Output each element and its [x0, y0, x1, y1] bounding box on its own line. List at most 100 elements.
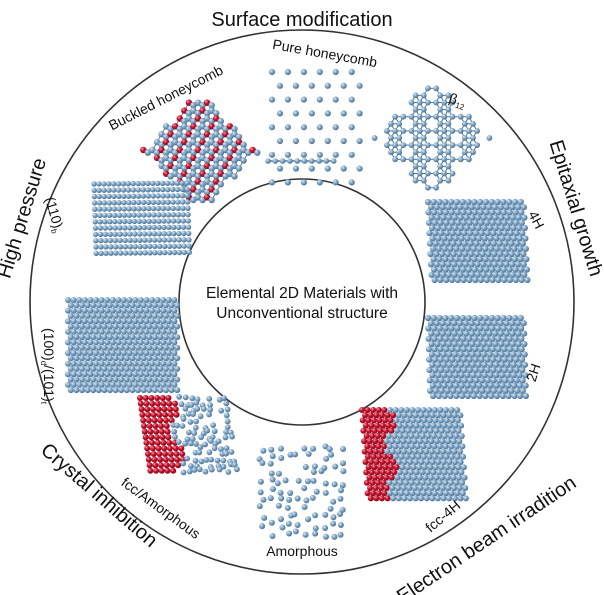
atom-blue — [461, 240, 468, 247]
atom-blue — [187, 419, 194, 425]
atom-blue — [452, 351, 459, 358]
atom-blue — [106, 200, 113, 206]
atom-blue — [505, 245, 512, 252]
atom-blue — [284, 124, 291, 131]
atom-blue — [160, 328, 167, 335]
atom-blue — [210, 422, 217, 428]
atom-blue — [442, 198, 449, 206]
atom-blue — [411, 485, 418, 491]
atom-blue — [404, 453, 411, 460]
atom-blue — [426, 377, 433, 384]
atom-blue — [95, 312, 102, 319]
atom-blue — [137, 328, 144, 335]
atom-blue — [392, 453, 399, 460]
atom-blue — [461, 366, 468, 374]
atom-blue — [443, 276, 450, 284]
atom-blue — [439, 485, 446, 491]
atom-red — [383, 485, 390, 491]
atom-blue — [449, 346, 456, 353]
atom-blue — [495, 276, 502, 284]
atom-blue — [431, 276, 438, 284]
atom-blue — [143, 328, 150, 335]
atom-blue — [140, 365, 147, 372]
atom-blue — [497, 330, 504, 337]
atom-blue — [112, 323, 119, 330]
atom-blue — [87, 318, 94, 325]
atom-red — [364, 443, 371, 450]
atom-blue — [316, 96, 323, 103]
atom-red — [143, 439, 150, 446]
atom-blue — [121, 381, 127, 388]
atom-blue — [473, 250, 480, 258]
atom-blue — [392, 407, 399, 413]
atom-blue — [418, 412, 425, 419]
atom-blue — [81, 297, 88, 303]
atom-blue — [109, 381, 116, 388]
atom-blue — [292, 528, 299, 535]
atom-blue — [462, 485, 469, 491]
atom-blue — [95, 323, 102, 330]
atom-blue — [392, 443, 399, 450]
atom-blue — [254, 149, 261, 156]
atom-blue — [337, 495, 344, 502]
atom-blue — [81, 307, 88, 314]
atom-blue — [466, 219, 473, 226]
atom-blue — [469, 214, 476, 221]
atom-blue — [231, 173, 238, 180]
atom-blue — [430, 245, 437, 252]
atom-blue — [203, 457, 210, 463]
atom-red — [141, 423, 147, 429]
atom-blue — [312, 512, 319, 519]
atom-blue — [492, 224, 499, 232]
atom-blue — [454, 417, 461, 424]
atom-blue — [95, 365, 102, 372]
atom-blue — [224, 424, 231, 430]
atom-blue — [468, 250, 475, 258]
atom-blue — [412, 412, 419, 419]
atom-blue — [510, 224, 517, 232]
atom-blue — [427, 387, 434, 394]
atom-blue — [338, 487, 344, 494]
atom-blue — [137, 318, 144, 325]
atom-blue — [466, 142, 472, 149]
atom-blue — [426, 230, 433, 237]
atom-blue — [348, 151, 355, 158]
atom-blue — [506, 314, 513, 322]
atom-blue — [165, 318, 172, 325]
atom-blue — [174, 186, 181, 193]
atom-red — [370, 453, 377, 460]
atom-blue — [500, 266, 507, 273]
atom-blue — [436, 325, 443, 332]
label-fcc-4h: fcc-4H — [422, 497, 463, 535]
atom-blue — [179, 423, 186, 429]
atom-blue — [67, 376, 74, 383]
atom-blue — [420, 453, 427, 460]
atom-blue — [316, 124, 323, 131]
atom-blue — [437, 149, 444, 156]
atom-blue — [204, 427, 211, 434]
atom-blue — [70, 381, 77, 388]
atom-blue — [70, 307, 77, 314]
atom-blue — [330, 498, 337, 505]
atom-blue — [446, 495, 453, 502]
atom-blue — [84, 312, 91, 319]
atom-blue — [478, 366, 485, 374]
atom-blue — [518, 325, 525, 332]
atom-blue — [165, 350, 172, 356]
atom-blue — [460, 356, 468, 363]
atom-blue — [356, 82, 363, 89]
atom-blue — [466, 335, 473, 342]
atom-blue — [121, 212, 128, 218]
atom-blue — [135, 323, 141, 330]
atom-red — [149, 439, 156, 446]
atom-blue — [446, 412, 453, 419]
atom-blue — [498, 351, 505, 358]
atom-blue — [495, 219, 502, 226]
atom-blue — [433, 156, 439, 163]
atom-blue — [257, 478, 264, 485]
atom-blue — [489, 276, 496, 284]
atom-blue — [492, 351, 499, 358]
atom-blue — [111, 193, 117, 200]
atom-blue — [396, 469, 403, 476]
atom-blue — [395, 412, 402, 419]
